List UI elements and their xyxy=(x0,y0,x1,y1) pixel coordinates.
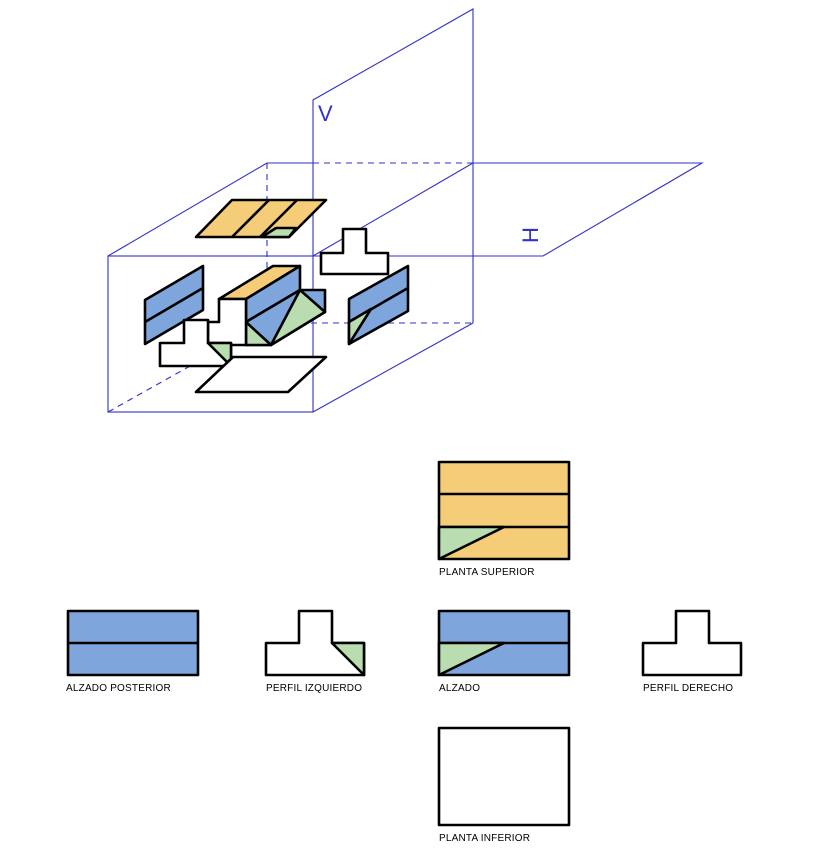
view-planta-inferior: PLANTA INFERIOR xyxy=(437,726,571,844)
iso-front-projection xyxy=(347,264,410,346)
box-edge xyxy=(107,162,268,257)
iso-top-green xyxy=(260,226,298,239)
label-alzado-posterior: ALZADO POSTERIOR xyxy=(66,683,171,694)
view-alzado-posterior: ALZADO POSTERIOR xyxy=(66,609,200,694)
label-perfil-izquierdo: PERFIL IZQUIERDO xyxy=(266,683,362,694)
view-planta-superior: PLANTA SUPERIOR xyxy=(437,460,571,578)
alzado-green xyxy=(437,641,506,677)
iso-top-line xyxy=(231,199,270,238)
label-perfil-derecho: PERFIL DERECHO xyxy=(643,683,733,694)
horizontal-plane xyxy=(313,162,705,257)
view-alzado: ALZADO xyxy=(437,609,571,694)
iso-top-line xyxy=(259,199,298,238)
perfil-derecho-shape xyxy=(641,609,743,677)
iso-right-t-shape xyxy=(319,227,390,276)
iso-bottom-projection xyxy=(194,355,328,394)
iso-rear-projection xyxy=(143,264,205,346)
planta-superior-green xyxy=(437,525,506,561)
iso-front-green xyxy=(347,307,373,346)
label-planta-inferior: PLANTA INFERIOR xyxy=(439,833,530,844)
iso-left-green xyxy=(206,341,233,368)
projection-planes: V H xyxy=(107,8,705,413)
vertical-plane-label: V xyxy=(318,101,333,126)
solid-green-wedge xyxy=(269,288,327,347)
label-planta-superior: PLANTA SUPERIOR xyxy=(439,567,535,578)
box-edge xyxy=(312,322,474,413)
vertical-plane xyxy=(312,8,474,256)
iso-top-face xyxy=(194,198,328,239)
horizontal-plane-label: H xyxy=(518,227,543,243)
label-alzado: ALZADO xyxy=(439,683,480,694)
box-edge xyxy=(312,162,474,257)
iso-top-projection xyxy=(194,198,328,239)
solid-stem-front xyxy=(206,297,248,347)
box-front-face xyxy=(107,255,314,413)
iso-rear-line xyxy=(144,286,204,324)
iso-bottom-face xyxy=(194,355,328,394)
view-perfil-izquierdo: PERFIL IZQUIERDO xyxy=(264,609,366,694)
box-hidden-edge xyxy=(107,322,268,413)
iso-right-projection xyxy=(319,227,390,276)
iso-left-projection xyxy=(158,318,233,368)
view-perfil-derecho: PERFIL DERECHO xyxy=(641,609,743,694)
iso-solid-object xyxy=(206,264,327,347)
planta-inferior-rect xyxy=(437,726,571,827)
perfil-izquierdo-green xyxy=(330,641,366,677)
